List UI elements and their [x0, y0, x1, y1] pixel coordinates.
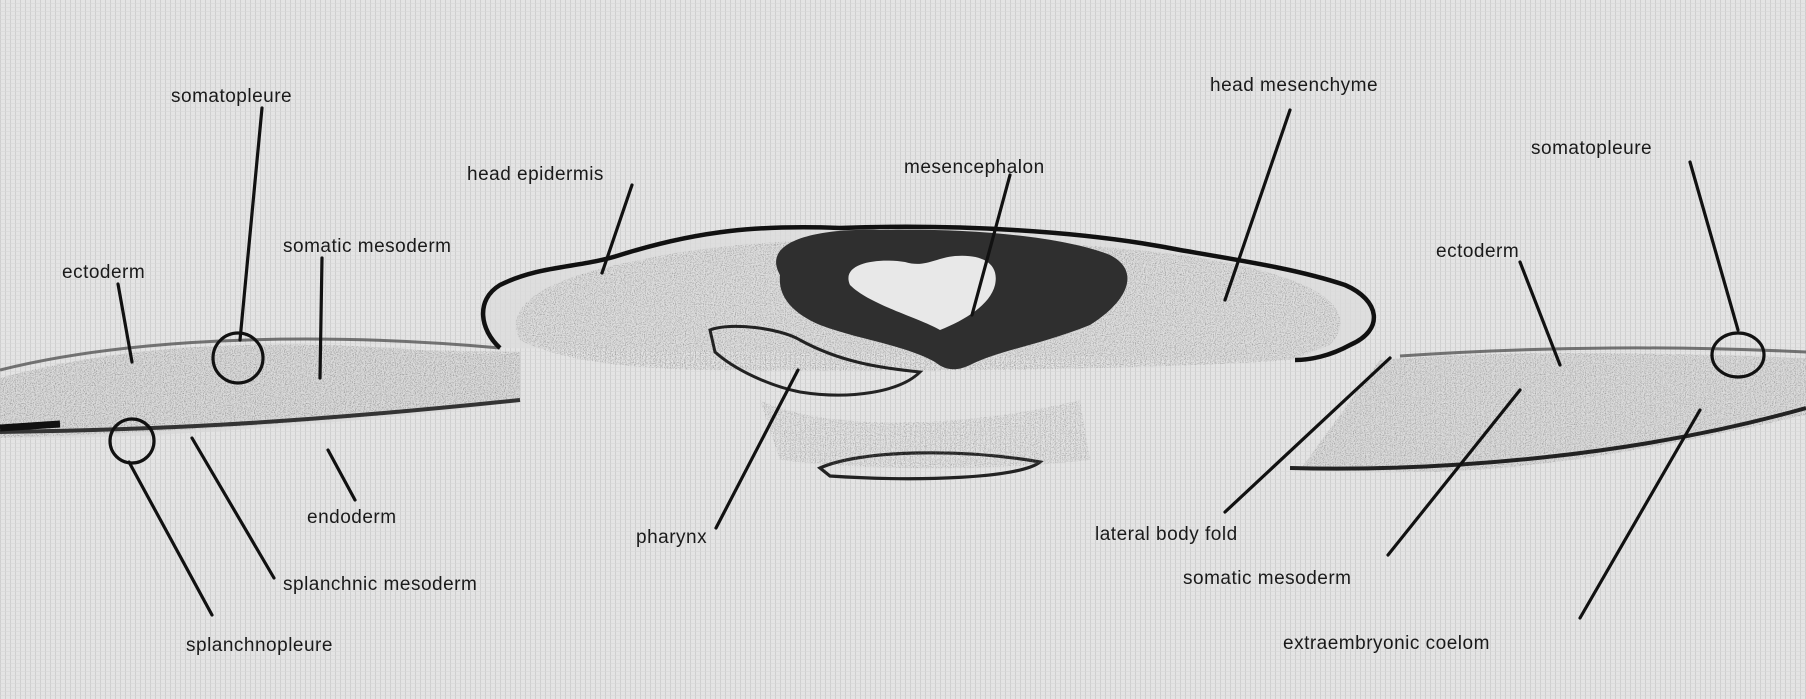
left-dark-edge — [0, 424, 60, 428]
label-somatopleure-right: somatopleure — [1531, 138, 1652, 159]
label-pharynx: pharynx — [636, 527, 707, 548]
label-splanchnic-mesoderm: splanchnic mesoderm — [283, 574, 477, 595]
label-mesencephalon: mesencephalon — [904, 157, 1045, 178]
leader-somatic-mesoderm-left — [320, 258, 322, 378]
label-head-mesenchyme: head mesenchyme — [1210, 75, 1378, 96]
label-endoderm: endoderm — [307, 507, 397, 528]
label-ectoderm-left: ectoderm — [62, 262, 145, 283]
label-somatic-mesoderm-left: somatic mesoderm — [283, 236, 452, 257]
label-extraembryonic-coelom: extraembryonic coelom — [1283, 633, 1490, 654]
label-head-epidermis: head epidermis — [467, 164, 604, 185]
label-lateral-body-fold: lateral body fold — [1095, 524, 1238, 545]
label-splanchnopleure: splanchnopleure — [186, 635, 333, 656]
label-somatic-mesoderm-right: somatic mesoderm — [1183, 568, 1352, 589]
label-somatopleure-left: somatopleure — [171, 86, 292, 107]
label-ectoderm-right: ectoderm — [1436, 241, 1519, 262]
